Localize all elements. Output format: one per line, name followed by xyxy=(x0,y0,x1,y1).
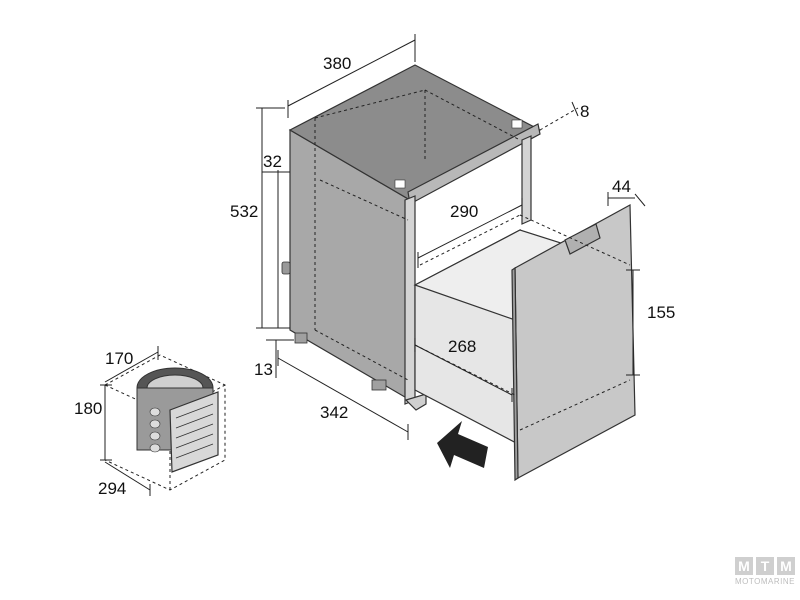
dim-side-gap: 8 xyxy=(580,102,589,121)
drawer-front-edge xyxy=(511,266,519,482)
fridge-foot-left xyxy=(294,332,308,344)
mtm-logo: M T M MOTOMARINE xyxy=(735,557,797,593)
compressor-fins xyxy=(149,407,161,453)
side-knob xyxy=(281,261,291,275)
logo-letter-1: M xyxy=(735,557,753,575)
top-mark-right xyxy=(511,119,523,129)
dim-compressor-height: 180 xyxy=(74,399,102,418)
front-pillar-right xyxy=(521,135,532,225)
dim-drawer-height: 155 xyxy=(647,303,675,322)
hidden-edges xyxy=(314,89,521,381)
logo-letter-3: M xyxy=(777,557,795,575)
drawer-handle xyxy=(564,223,601,255)
insert-arrow xyxy=(437,421,488,468)
compressor-grille xyxy=(169,391,219,473)
dim-depth: 342 xyxy=(320,403,348,422)
dim-compressor-depth: 170 xyxy=(105,349,133,368)
logo-subtitle: MOTOMARINE xyxy=(735,577,795,586)
compressor-unit xyxy=(100,346,226,496)
grille-slats xyxy=(175,403,214,459)
logo-letter-2: T xyxy=(756,557,774,575)
dim-foot-height: 13 xyxy=(254,360,273,379)
dim-lines xyxy=(256,34,646,440)
dim-panel-thickness: 44 xyxy=(612,177,631,196)
dim-drawer-width-bottom: 268 xyxy=(448,337,476,356)
fridge-foot-front xyxy=(404,393,427,411)
dim-width-top: 380 xyxy=(323,54,351,73)
dim-compressor-width: 294 xyxy=(98,479,126,498)
fridge-foot-right xyxy=(371,379,387,391)
dim-offset-top: 32 xyxy=(263,152,282,171)
front-pillar-left xyxy=(404,195,416,405)
dim-height-total: 532 xyxy=(230,202,258,221)
logo-letters: M T M xyxy=(735,557,797,575)
top-mark-left xyxy=(394,179,406,189)
dim-drawer-width-top: 290 xyxy=(450,202,478,221)
